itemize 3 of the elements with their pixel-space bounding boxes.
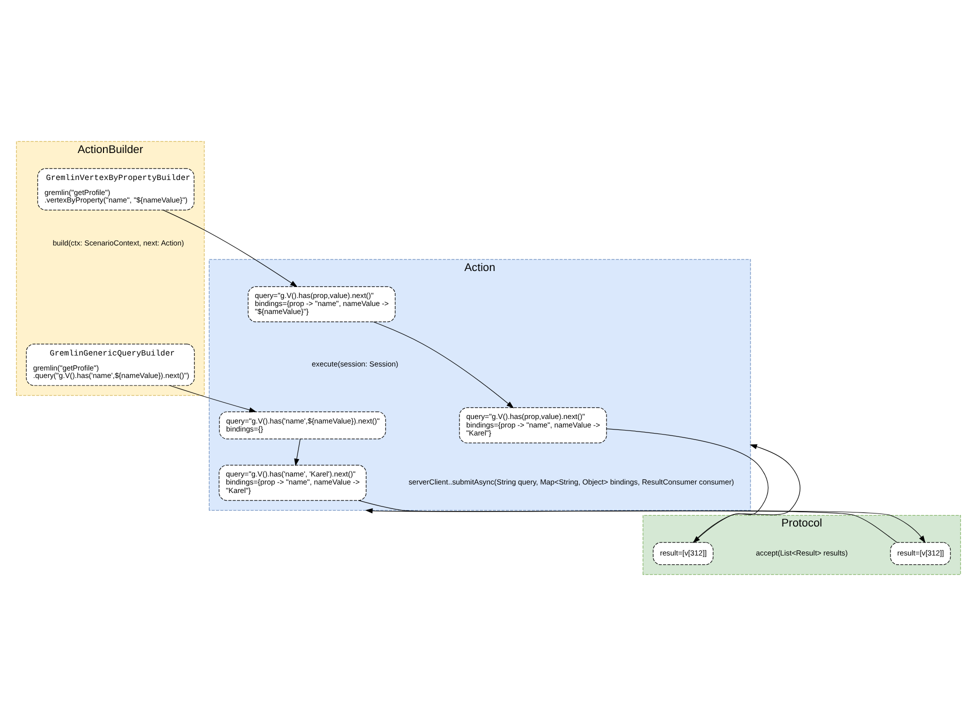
arrow [294, 438, 301, 466]
arrow [373, 321, 514, 408]
arrow [162, 209, 298, 287]
